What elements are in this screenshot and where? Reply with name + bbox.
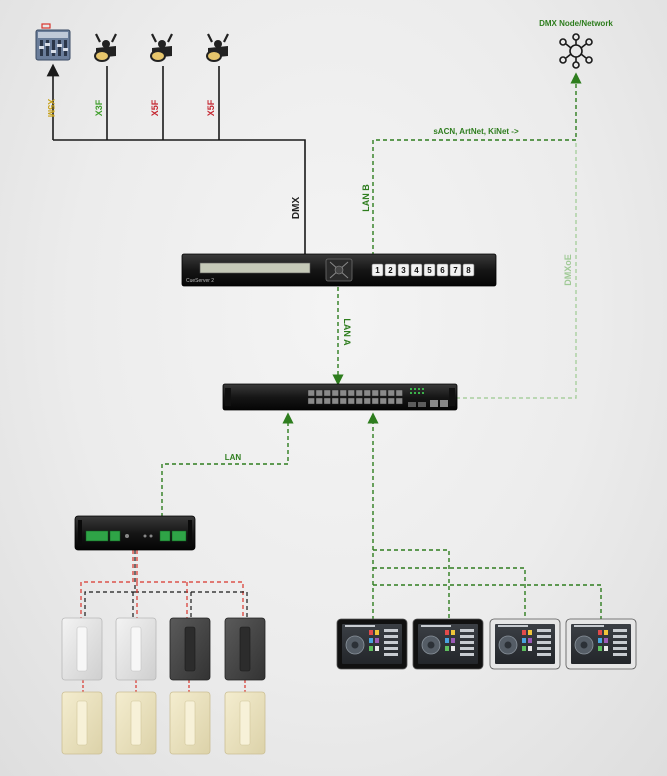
switch-port <box>395 389 403 397</box>
uplink-port <box>440 400 448 407</box>
switch-port <box>395 397 403 405</box>
switch-port <box>347 397 355 405</box>
cue-button-label: 3 <box>401 266 406 275</box>
switch-port <box>323 397 331 405</box>
network-switch <box>222 383 458 411</box>
wall-station-row-bottom <box>61 691 266 755</box>
dmx-label: DMX <box>291 197 302 220</box>
switch-port <box>347 389 355 397</box>
switch-port <box>371 389 379 397</box>
touchscreen-wiring <box>367 412 602 620</box>
cue-button-label: 8 <box>466 266 471 275</box>
touchscreen-panel <box>412 618 484 670</box>
switch-port <box>355 389 363 397</box>
switch-port <box>355 397 363 405</box>
cueserver-brand: CueServer 2 <box>186 278 214 284</box>
cue-button-4[interactable]: 4 <box>410 263 423 277</box>
touchscreen-panel <box>565 618 637 670</box>
wall-station-row-top <box>61 617 266 681</box>
lan-b-label: LAN B <box>361 184 371 212</box>
terminal-block-right <box>159 530 187 542</box>
spotlight-icon <box>150 33 173 62</box>
dmx-node-label: DMX Node/Network <box>539 19 613 28</box>
station-wiring <box>80 550 248 692</box>
wall-station-dark <box>224 617 266 681</box>
switch-port <box>331 389 339 397</box>
switch-port <box>339 389 347 397</box>
cue-button-label: 4 <box>414 266 419 275</box>
network-node-icon <box>559 33 593 69</box>
cue-button-3[interactable]: 3 <box>397 263 410 277</box>
lighting-console-icon <box>35 23 71 61</box>
switch-port <box>387 389 395 397</box>
switch-port <box>371 397 379 405</box>
connector-x5f-label-2: X5F <box>206 99 216 116</box>
lan-label: LAN <box>225 453 242 462</box>
wall-station-dark <box>169 617 211 681</box>
wall-station-white <box>115 617 157 681</box>
switch-port <box>315 397 323 405</box>
navigation-pad <box>325 258 353 282</box>
cue-button-label: 7 <box>453 266 458 275</box>
connector-x5m-label: X5M <box>46 99 56 118</box>
switch-port <box>323 389 331 397</box>
cue-button-5[interactable]: 5 <box>423 263 436 277</box>
touchscreen-group <box>336 618 637 670</box>
switch-port-group <box>307 389 403 405</box>
wall-station-ivory <box>115 691 157 755</box>
lcd-display <box>199 262 311 274</box>
spotlight-icon <box>94 33 117 62</box>
switch-port <box>315 389 323 397</box>
cue-button-2[interactable]: 2 <box>384 263 397 277</box>
cue-button-label: 1 <box>375 266 380 275</box>
lan-a-label: LAN A <box>342 318 352 346</box>
touchscreen-panel <box>336 618 408 670</box>
cue-button-label: 6 <box>440 266 445 275</box>
cue-button-7[interactable]: 7 <box>449 263 462 277</box>
sfp-port <box>408 402 416 407</box>
switch-port <box>387 397 395 405</box>
cue-button-8[interactable]: 8 <box>462 263 475 277</box>
switch-port <box>379 397 387 405</box>
cue-button-1[interactable]: 1 <box>371 263 384 277</box>
switch-status-leds <box>410 388 424 394</box>
switch-port <box>363 389 371 397</box>
station-interface <box>74 515 196 551</box>
connector-x3f-label: X3F <box>94 99 104 116</box>
switch-port <box>307 397 315 405</box>
switch-port <box>307 389 315 397</box>
wall-station-ivory <box>224 691 266 755</box>
dmxoe-wiring <box>456 140 577 399</box>
wall-station-ivory <box>169 691 211 755</box>
cue-button-label: 5 <box>427 266 432 275</box>
protocols-label: sACN, ArtNet, KiNet -> <box>433 127 519 136</box>
wall-station-ivory <box>61 691 103 755</box>
cue-button-label: 2 <box>388 266 393 275</box>
switch-port <box>339 397 347 405</box>
dmxoe-label: DMXoE <box>563 254 573 286</box>
switch-port <box>363 397 371 405</box>
lan-wiring <box>161 412 294 517</box>
spotlight-icon <box>206 33 229 62</box>
lan-b-wiring <box>372 72 582 256</box>
touchscreen-panel <box>489 618 561 670</box>
switch-port <box>379 389 387 397</box>
sfp-port <box>418 402 426 407</box>
uplink-port <box>430 400 438 407</box>
cue-button-6[interactable]: 6 <box>436 263 449 277</box>
terminal-block-left <box>85 530 121 542</box>
dmx-wiring <box>46 63 306 256</box>
switch-port <box>331 397 339 405</box>
connector-x5f-label-1: X5F <box>150 99 160 116</box>
wall-station-white <box>61 617 103 681</box>
